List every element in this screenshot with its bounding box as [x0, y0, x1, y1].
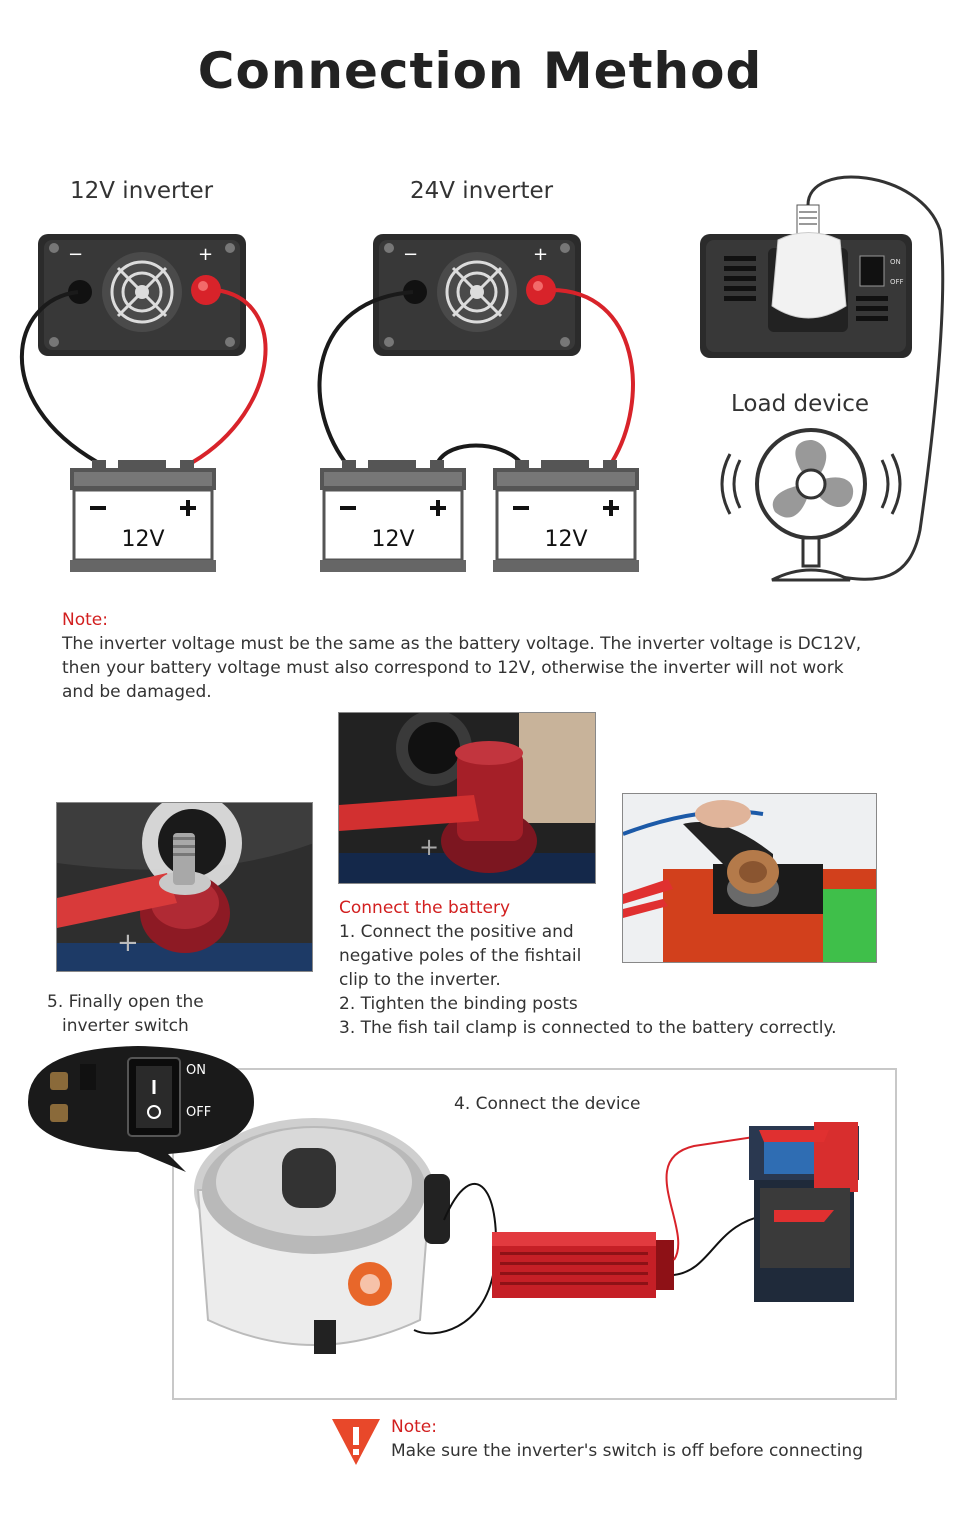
wire-black-12v: [19, 290, 99, 464]
step-4: 4. Connect the device: [454, 1094, 641, 1114]
step-5-line: 5. Finally open the: [47, 992, 204, 1012]
svg-text:+: +: [117, 928, 139, 958]
warning-heading: Note:: [391, 1417, 437, 1437]
battery-12v-single: [68, 458, 218, 574]
plug: [771, 204, 847, 319]
inverter-12v-label: 12V inverter: [70, 178, 214, 204]
battery-24v-left: [318, 458, 468, 574]
step-5-line: inverter switch: [62, 1016, 189, 1036]
note-line: and be damaged.: [62, 682, 212, 702]
wiring-diagram: − + 12V 12V 12V: [19, 175, 945, 582]
red-inverter: [492, 1232, 674, 1298]
step-1-line: clip to the inverter.: [339, 970, 501, 990]
step-1-line: 1. Connect the positive and: [339, 922, 574, 942]
connect-battery-steps: Connect the battery 1. Connect the posit…: [339, 896, 836, 1040]
rice-cooker: [194, 1118, 450, 1354]
device-connection-frame: 4. Connect the device: [172, 1068, 897, 1400]
warning-text: Note: Make sure the inverter's switch is…: [391, 1415, 863, 1463]
fan-icon: [720, 428, 902, 582]
svg-text:ON: ON: [890, 258, 901, 266]
step-1-line: negative poles of the fishtail: [339, 946, 582, 966]
bubble-off-label: OFF: [186, 1105, 211, 1120]
car-battery: [749, 1122, 859, 1302]
battery-24v-right-label: 12V: [544, 527, 587, 552]
note-line: then your battery voltage must also corr…: [62, 658, 844, 678]
wire-series-link: [436, 443, 522, 464]
binding-post-photo: +: [56, 802, 313, 972]
page-title: Connection Method: [197, 42, 763, 100]
load-device-label: Load device: [731, 391, 870, 417]
step-5: 5. Finally open the inverter switch: [47, 990, 204, 1038]
note-heading: Note:: [62, 610, 108, 630]
svg-text:OFF: OFF: [890, 278, 904, 286]
battery-12v-single-label: 12V: [121, 527, 164, 552]
svg-text:+: +: [419, 833, 439, 861]
warning-icon: [332, 1419, 380, 1465]
wire-red-12v: [191, 288, 268, 464]
step-2: 2. Tighten the binding posts: [339, 994, 578, 1014]
battery-24v-right: [491, 458, 641, 574]
inverter-24v: [371, 232, 583, 358]
battery-24v-left-label: 12V: [371, 527, 414, 552]
wire-black-24v: [317, 290, 414, 464]
battery-clamp-photo: [622, 793, 877, 963]
note-line: The inverter voltage must be the same as…: [62, 634, 862, 654]
warning-message: Make sure the inverter's switch is off b…: [391, 1441, 863, 1461]
red-terminal-photo: +: [338, 712, 596, 884]
voltage-note: Note: The inverter voltage must be the s…: [62, 608, 902, 704]
step-3: 3. The fish tail clamp is connected to t…: [339, 1018, 837, 1038]
connect-battery-heading: Connect the battery: [339, 898, 511, 918]
device-cord: [806, 175, 945, 581]
bubble-on-label: ON: [186, 1063, 206, 1078]
inverter-24v-label: 24V inverter: [410, 178, 554, 204]
device-connection-illustration: [194, 1118, 859, 1354]
wire-red-24v: [550, 288, 635, 464]
switch-callout-bubble: ON OFF: [28, 1046, 254, 1172]
